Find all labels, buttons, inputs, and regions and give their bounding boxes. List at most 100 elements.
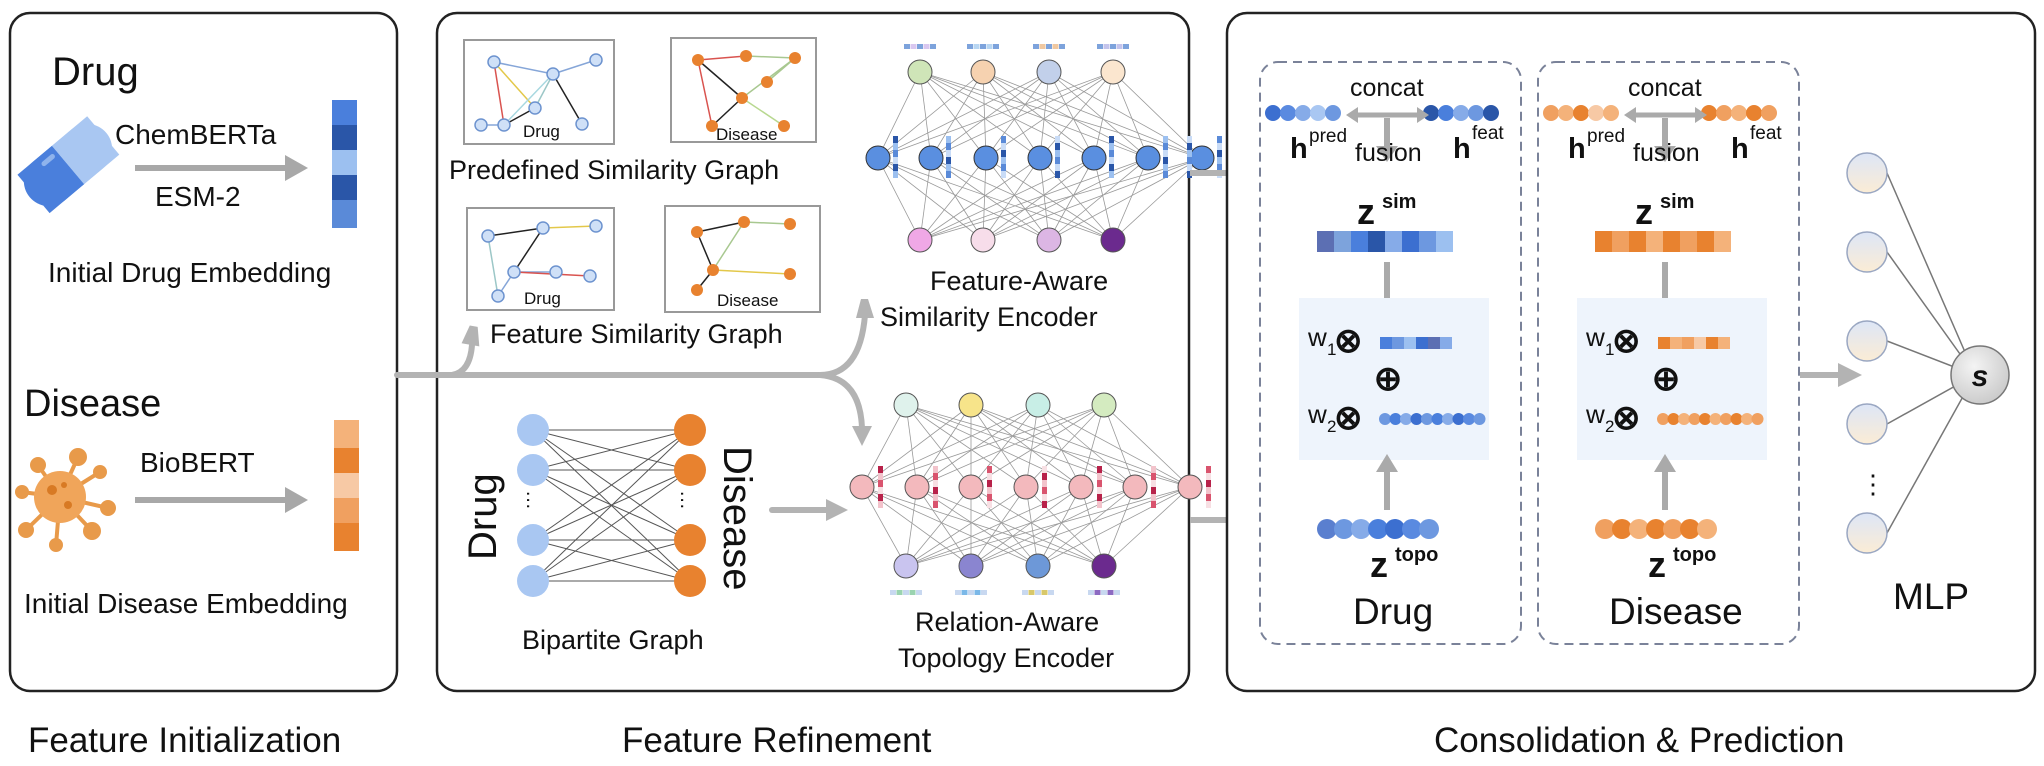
weighted-sim-cell [1718, 337, 1730, 349]
output-node-label: s [1972, 360, 1989, 393]
feature-bar-cell [890, 590, 896, 595]
topo-encoder-node [1091, 392, 1117, 418]
z-sim-cell [1436, 231, 1453, 252]
weighted-sim-cell [1404, 337, 1416, 349]
topo-encoder-node [904, 474, 930, 500]
feature-bar-cell [961, 590, 968, 595]
chemberta-label: ChemBERTa [115, 119, 277, 150]
feature-bar-cell [1055, 157, 1060, 164]
sim-encoder-node [1036, 59, 1062, 85]
feature-initialization-caption: Feature Initialization [28, 721, 341, 760]
weighted-sim-cell [1658, 337, 1670, 349]
feature-bar-cell [1109, 143, 1114, 150]
feature-bar-cell [1039, 44, 1046, 49]
z-topo-element [1385, 519, 1405, 539]
w2-subscript: 2 [1605, 417, 1614, 436]
feature-bar-cell [893, 136, 898, 143]
h-feat-element [1468, 105, 1484, 121]
z-sim-cell [1697, 231, 1714, 252]
feature-graph-label: Feature Similarity Graph [490, 319, 783, 349]
h-feat-element [1438, 105, 1454, 121]
feature-bar-cell [1042, 473, 1047, 480]
weighted-topo-cell [1431, 413, 1444, 425]
feature-bar-cell [1055, 136, 1060, 143]
z-sim-cell [1714, 231, 1731, 252]
feature-bar-cell [1055, 171, 1060, 178]
feature-bar-cell [987, 466, 992, 473]
feature-bar-cell [1187, 150, 1192, 157]
feature-bar-cell [946, 164, 951, 171]
predefined-drug-graph: Drug [463, 39, 615, 145]
weighted-sum-box [1299, 298, 1489, 460]
feature-bar-cell [1101, 590, 1107, 595]
topo-encoder-node [893, 392, 919, 418]
weighted-sim-cell [1440, 337, 1452, 349]
weighted-sum-box [1577, 298, 1767, 460]
feature-bar-cell [916, 590, 922, 595]
z-sim-cell [1629, 231, 1646, 252]
feature-bar-cell [1206, 480, 1211, 487]
topo-encoder-line1: Relation-Aware [915, 607, 1099, 637]
feature-bar-cell [933, 480, 938, 487]
weighted-sim-cell [1682, 337, 1694, 349]
feature-bar-cell [878, 473, 883, 480]
feature-bar-cell [946, 150, 951, 157]
sim-encoder-node [865, 145, 891, 171]
drug-module-label: Drug [1353, 591, 1433, 632]
w2-symbol: w [1307, 399, 1327, 429]
feature-bar-cell [1097, 501, 1102, 508]
feature-bar-cell [987, 487, 992, 494]
graph-disease-tag-2: Disease [717, 291, 778, 310]
feature-bar-cell [893, 164, 898, 171]
sim-encoder-node [1100, 59, 1126, 85]
h-feat-superscript: feat [1750, 123, 1782, 144]
feature-bar-cell [1187, 157, 1192, 164]
feature-aware-similarity-encoder [865, 44, 1222, 253]
otimes-icon: ⊗ [1334, 322, 1363, 360]
feature-bar-cell [878, 466, 883, 473]
h-pred-element [1325, 105, 1341, 121]
bipartite-drug-node [517, 524, 549, 556]
z-topo-element [1663, 519, 1683, 539]
sim-encoder-node [1100, 227, 1126, 253]
z-topo-element [1629, 519, 1649, 539]
topo-encoder-node [1122, 474, 1148, 500]
z-sim-cell [1419, 231, 1436, 252]
feature-bar-cell [1151, 473, 1156, 480]
feature-bar-cell [1217, 136, 1222, 143]
weighted-sim-cell [1670, 337, 1682, 349]
h-pred-symbol: h [1290, 133, 1308, 165]
h-feat-element [1746, 105, 1762, 121]
feature-bar-cell [923, 44, 930, 49]
mlp-node [1846, 320, 1888, 362]
z-sim-cell [1680, 231, 1697, 252]
feature-bar-cell [1163, 150, 1168, 157]
weighted-topo-cell [1400, 413, 1412, 425]
feature-bar-cell [1114, 590, 1120, 595]
disease-module-label: Disease [1609, 591, 1743, 632]
w1-subscript: 1 [1327, 340, 1336, 359]
weighted-sim-cell [1428, 337, 1440, 349]
sim-encoder-node [907, 227, 933, 253]
weighted-topo-cell [1751, 413, 1764, 425]
z-topo-element [1595, 519, 1615, 539]
sim-encoder-node [970, 59, 996, 85]
feature-bar-cell [1001, 164, 1006, 171]
disease-embedding-vector [334, 420, 359, 551]
feature-bar-cell [1001, 143, 1006, 150]
weighted-topo-cell [1442, 413, 1454, 425]
weighted-sim-cell [1694, 337, 1706, 349]
bipartite-ellipsis-left: … [522, 490, 544, 510]
feature-bar-cell [1042, 494, 1047, 501]
feature-bar-cell [1055, 164, 1060, 171]
sim-encoder-node [1027, 145, 1053, 171]
z-topo-symbol: z [1648, 544, 1666, 585]
otimes-icon: ⊗ [1612, 399, 1641, 437]
feature-bar-cell [1097, 473, 1102, 480]
drug-embedding-vector [332, 100, 357, 228]
bipartite-drug-node [517, 414, 549, 446]
z-sim-symbol: z [1635, 191, 1653, 232]
z-topo-element [1351, 519, 1371, 539]
